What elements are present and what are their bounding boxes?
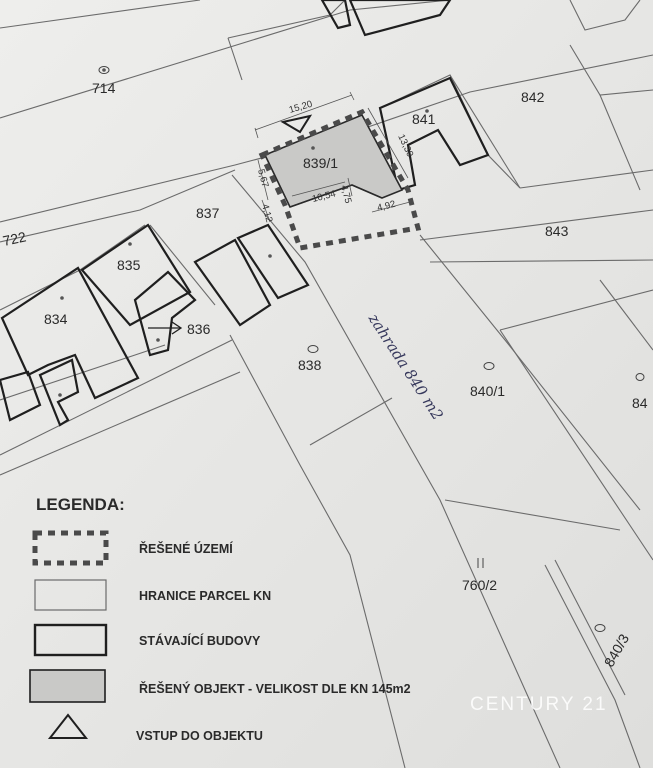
parcel-label-836: 836	[187, 321, 211, 337]
dimension-lines	[254, 91, 411, 223]
building-835	[80, 223, 192, 327]
parcel-label-843: 843	[545, 223, 569, 239]
parcel-label-839-1: 839/1	[303, 155, 338, 171]
parcel-label-840-1: 840/1	[470, 383, 505, 399]
dimension-labels: 15,20 13,30 5,67 4,12 10,54 4,75 4,92	[255, 99, 415, 224]
building-top	[320, 0, 352, 30]
legend-label-solved-area: ŘEŠENÉ ÚZEMÍ	[139, 541, 233, 556]
parcel-markers	[58, 68, 429, 397]
legend-label-parcel-boundary: HRANICE PARCEL KN	[139, 589, 271, 603]
parcel-label-84x: 84	[632, 395, 648, 411]
building-836	[133, 270, 197, 357]
building-lower-left	[38, 358, 80, 427]
century21-watermark: CENTURY 21	[470, 694, 608, 715]
parcel-label-834: 834	[44, 311, 68, 327]
parcel-label-841: 841	[412, 111, 436, 127]
arrow-836-icon	[148, 321, 183, 335]
parcel-label-714: 714	[92, 80, 116, 96]
legend-swatch-existing-buildings	[33, 623, 108, 657]
entrance-marker-icon	[280, 114, 313, 134]
solved-area-boundary	[258, 108, 422, 251]
legend-swatch-solved-object	[29, 669, 106, 703]
ownership-marks	[477, 558, 484, 568]
legend-label-entrance: VSTUP DO OBJEKTU	[136, 729, 263, 743]
legend-label-solved-object: ŘEŠENÝ OBJEKT - VELIKOST DLE KN 145m2	[139, 681, 411, 696]
dim-bottom-right: 4,92	[376, 199, 397, 214]
building-lower-left-2	[0, 370, 42, 422]
parcel-label-760-2: 760/2	[462, 577, 497, 593]
existing-buildings	[0, 0, 490, 427]
parcel-label-835: 835	[117, 257, 141, 273]
legend-swatch-parcel-boundary	[34, 579, 107, 611]
dim-left: 5,67	[255, 168, 270, 189]
building-834	[0, 266, 140, 400]
parcel-label-842: 842	[521, 89, 545, 105]
legend: LEGENDA: ŘEŠENÉ ÚZEMÍ HRANICE PARCEL KN …	[29, 495, 411, 743]
building-837a	[193, 238, 272, 327]
parcel-label-722: 722	[1, 228, 27, 249]
subject-building-step	[289, 184, 383, 208]
legend-swatch-solved-area	[32, 530, 109, 566]
survey-circles	[98, 66, 645, 632]
building-837b	[236, 223, 310, 300]
legend-label-existing-buildings: STÁVAJÍCÍ BUDOVY	[139, 633, 261, 648]
legend-title: LEGENDA:	[36, 495, 125, 514]
dim-left-lower: 4,12	[259, 203, 274, 224]
building-841	[378, 76, 490, 192]
building-top-2	[348, 0, 452, 37]
dim-inner-height: 4,75	[338, 184, 353, 205]
parcel-label-838: 838	[298, 357, 322, 373]
parcel-label-837: 837	[196, 205, 220, 221]
legend-entrance-icon	[47, 713, 89, 739]
